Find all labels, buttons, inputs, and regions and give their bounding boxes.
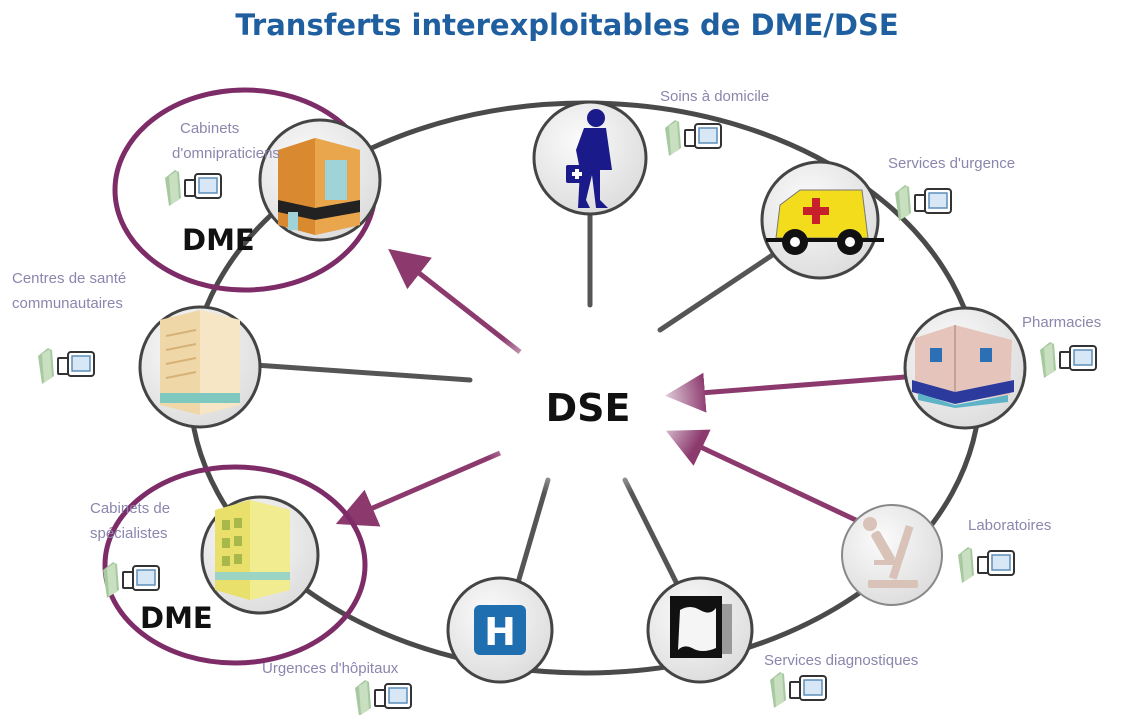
- dme-label-omnipraticiens: DME: [182, 223, 255, 257]
- microscope-icon: [863, 517, 918, 588]
- label-cabinets-specialistes: Cabinets de spécialistes: [90, 500, 174, 542]
- node-urgences-hopitaux: H: [446, 576, 554, 684]
- hospital-letter: H: [484, 610, 516, 654]
- building-icon: [160, 310, 240, 415]
- label-pharmacies: Pharmacies: [1022, 314, 1101, 331]
- folder-monitor-icon: [957, 546, 1015, 584]
- building-icon: [278, 138, 360, 235]
- node-services-diagnostiques: [646, 576, 754, 684]
- xray-icon: [670, 596, 732, 658]
- node-soins-domicile: [532, 100, 648, 216]
- folder-monitor-icon: [664, 119, 722, 157]
- label-services-urgence: Services d'urgence: [888, 155, 1015, 172]
- label-cabinets-omni-line2: d'omnipraticiens: [172, 145, 280, 162]
- label-cabinets-omni-line1: Cabinets: [180, 120, 239, 137]
- label-urgences-hopitaux: Urgences d'hôpitaux: [262, 660, 399, 677]
- folder-monitor-icon: [769, 671, 827, 709]
- building-icon: [215, 500, 290, 600]
- folder-monitor-icon: [894, 184, 952, 222]
- label-services-diagnostiques: Services diagnostiques: [764, 652, 918, 669]
- label-centres-sante-line2: communautaires: [12, 295, 123, 312]
- node-pharmacies: [903, 306, 1027, 430]
- node-services-urgence: [760, 160, 884, 280]
- label-cabinets-specialistes-line1: Cabinets de: [90, 500, 170, 517]
- node-cabinets-specialistes: [200, 495, 320, 615]
- ambulance-icon: [766, 189, 884, 255]
- node-cabinets-omnipraticiens: [258, 118, 382, 242]
- label-laboratoires: Laboratoires: [968, 517, 1051, 534]
- node-laboratoires: [841, 504, 943, 606]
- diagram-title: Transferts interexploitables de DME/DSE: [235, 8, 899, 42]
- label-centres-sante: Centres de santé communautaires: [12, 270, 130, 312]
- label-cabinets-omni: Cabinets d'omnipraticiens: [172, 120, 280, 162]
- folder-monitor-icon: [102, 561, 160, 599]
- folder-monitor-icon: [354, 679, 412, 715]
- dme-label-specialistes: DME: [140, 601, 213, 635]
- pharmacy-icon: [912, 325, 1014, 408]
- data-flow-arrows: [335, 248, 906, 527]
- center-label: DSE: [546, 386, 631, 430]
- nurse-icon: [566, 109, 612, 208]
- label-centres-sante-line1: Centres de santé: [12, 270, 126, 287]
- folder-monitor-icon: [1039, 341, 1097, 379]
- node-centres-sante: [138, 305, 262, 429]
- label-soins-domicile: Soins à domicile: [660, 88, 769, 105]
- label-cabinets-specialistes-line2: spécialistes: [90, 525, 168, 542]
- center-halo: [468, 310, 708, 500]
- folder-monitor-icon: [37, 347, 95, 385]
- folder-monitor-icon: [164, 169, 222, 207]
- highlight-specialistes: [102, 464, 368, 666]
- hospital-icon: H: [474, 605, 526, 655]
